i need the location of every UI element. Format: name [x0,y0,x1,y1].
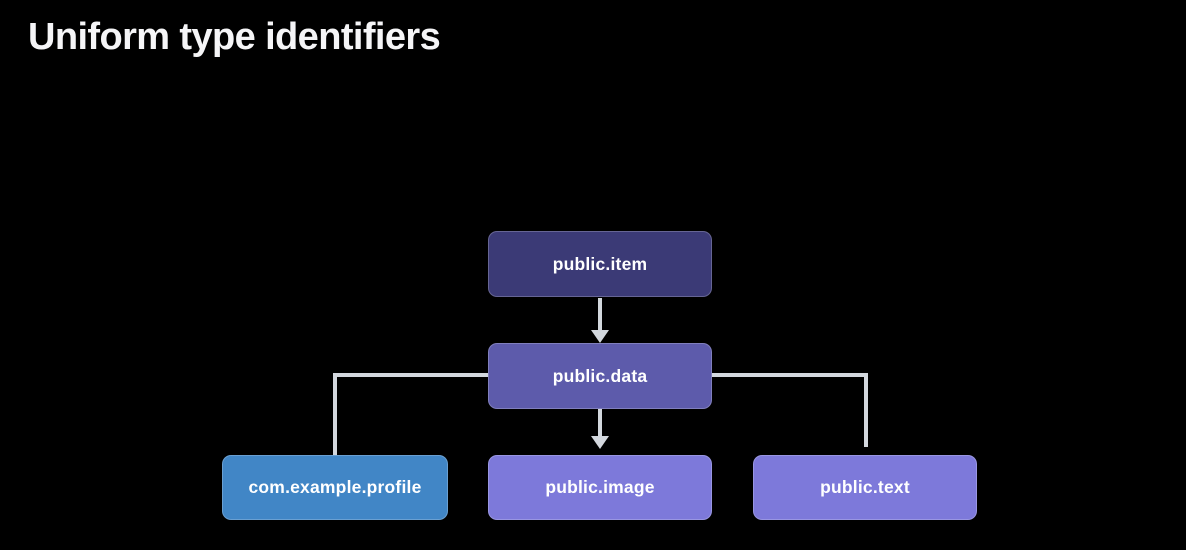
page-title: Uniform type identifiers [28,16,441,58]
connector-data-to-text [712,373,868,447]
node-public-image: public.image [488,455,712,520]
node-public-item-label: public.item [552,253,648,274]
connector-data-to-profile [333,373,488,455]
node-public-text-label: public.text [820,477,910,497]
node-public-image-label: public.image [545,477,655,497]
node-com-example-profile: com.example.profile [222,455,448,520]
node-public-data-label: public.data [552,365,648,386]
node-public-item: public.item [488,231,712,297]
arrow-data-to-image-head [591,436,609,449]
arrow-item-to-data-head [591,330,609,343]
node-com-example-profile-label: com.example.profile [248,477,422,497]
node-public-data: public.data [488,343,712,409]
node-public-text: public.text [753,455,977,520]
